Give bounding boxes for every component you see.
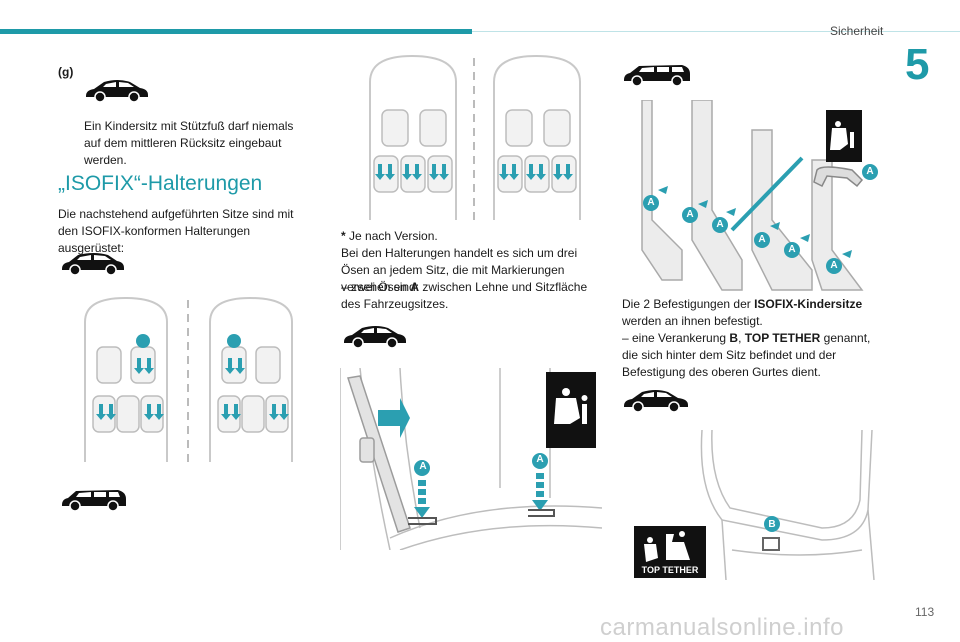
top-tether-list-item: – eine Verankerung B, TOP TETHER genannt…	[622, 330, 887, 381]
marker-b: B	[768, 519, 776, 530]
intro-text: Die nachstehend aufgeführten Sitze sind …	[58, 207, 294, 255]
footnote: * Je nach Version.	[341, 228, 603, 245]
marker-letter-b: B	[729, 331, 739, 345]
header-divider	[472, 31, 960, 32]
section-title: Sicherheit	[830, 24, 884, 38]
isofix-child-seat-term: ISOFIX-Kindersitze	[754, 297, 863, 311]
marker-letter-a: A	[410, 280, 420, 294]
marker-a: A	[419, 461, 427, 472]
top-tether-term: TOP TETHER	[744, 331, 821, 345]
anchor-description: Bei den Halterungen handelt es sich um d…	[341, 246, 578, 294]
page-number: 113	[915, 605, 935, 619]
top-tether-illustration	[634, 430, 875, 580]
list-dash-text: – eine Verankerung	[622, 331, 730, 345]
list-item-text: genannt, die sich hinter dem Sitz befind…	[622, 331, 871, 379]
g-label: (g)	[58, 65, 74, 79]
marker-a: A	[536, 454, 544, 465]
list-item-text: zwischen Lehne und Sitzfläche des Fahrze…	[341, 280, 588, 311]
fixation-text: Die 2 Befestigungen der	[622, 297, 755, 311]
header-accent-bar	[0, 29, 472, 34]
estate-car-icon	[624, 65, 690, 87]
suv-car-icon	[62, 253, 124, 276]
suv-car-icon	[86, 80, 148, 103]
marker-a: A	[716, 219, 724, 230]
marker-a: A	[686, 209, 694, 220]
note-text: Ein Kindersitz mit Stützfuß darf niemals…	[84, 119, 294, 167]
suv-car-icon	[344, 326, 406, 349]
fixation-text-end: werden an ihnen befestigt.	[622, 314, 763, 328]
section-heading: „ISOFIX“-Halterungen	[58, 172, 263, 195]
car-top-view-diagram	[84, 296, 293, 464]
marker-a: A	[758, 234, 766, 245]
watermark: carmanualsonline.info	[600, 614, 844, 641]
car-top-view-diagram	[369, 54, 581, 222]
footnote-text: Je nach Version.	[349, 229, 438, 243]
top-tether-badge-label: TOP TETHER	[641, 565, 699, 575]
marker-a: A	[866, 166, 874, 177]
rear-seats-anchor-illustration	[641, 100, 878, 291]
estate-car-icon	[62, 490, 126, 512]
list-separator: ,	[738, 331, 745, 345]
marker-a: A	[830, 260, 838, 271]
chapter-number: 5	[905, 40, 930, 89]
marker-a: A	[647, 197, 655, 208]
footnote-star: *	[341, 229, 346, 243]
isofix-anchor-illustration	[340, 368, 602, 550]
list-dash-text: – zwei Ösen	[341, 280, 411, 294]
suv-car-icon	[624, 390, 688, 413]
fixation-description: Die 2 Befestigungen der ISOFIX-Kindersit…	[622, 296, 887, 330]
anchor-list-item: – zwei Ösen A zwischen Lehne und Sitzflä…	[341, 279, 606, 313]
marker-a: A	[788, 244, 796, 255]
